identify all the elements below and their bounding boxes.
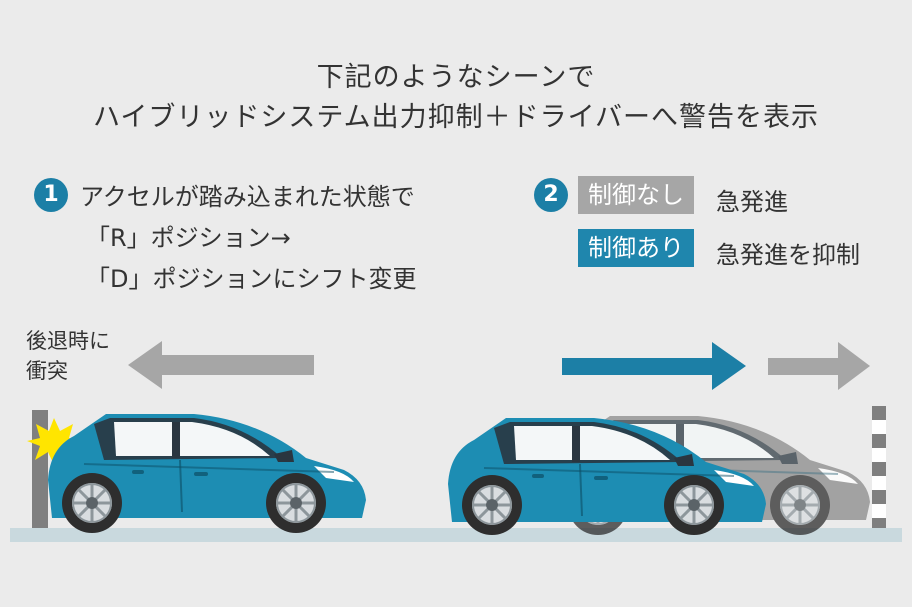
no-control-result: 急発進 xyxy=(716,188,788,216)
scenario-1-line-2: 「R」ポジション→ xyxy=(86,224,291,252)
scenario-1-line-1: アクセルが踏み込まれた状態で xyxy=(80,183,415,211)
forward-arrow-controlled-icon xyxy=(562,342,746,390)
left-car-illustration xyxy=(47,413,367,535)
collision-label-line-2: 衝突 xyxy=(26,359,68,383)
ground-strip xyxy=(10,528,902,542)
scenario-1-line-3: 「D」ポジションにシフト変更 xyxy=(86,265,417,293)
title-line-1: 下記のようなシーンで xyxy=(316,62,596,93)
no-control-chip: 制御なし xyxy=(578,176,694,214)
scenario-2-number-badge: 2 xyxy=(534,178,568,212)
control-chip: 制御あり xyxy=(578,229,694,267)
control-result: 急発進を抑制 xyxy=(716,241,860,269)
scenario-1-number-badge: 1 xyxy=(34,178,68,212)
forward-arrow-uncontrolled-icon xyxy=(768,342,870,390)
title-line-2: ハイブリッドシステム出力抑制＋ドライバーへ警告を表示 xyxy=(92,102,820,133)
collision-label: 後退時に 衝突 xyxy=(26,326,110,386)
diagram-title: 下記のようなシーンで ハイブリッドシステム出力抑制＋ドライバーへ警告を表示 xyxy=(0,58,912,138)
reverse-arrow-icon xyxy=(128,341,314,389)
striped-pole xyxy=(872,406,886,528)
collision-label-line-1: 後退時に xyxy=(26,329,110,353)
